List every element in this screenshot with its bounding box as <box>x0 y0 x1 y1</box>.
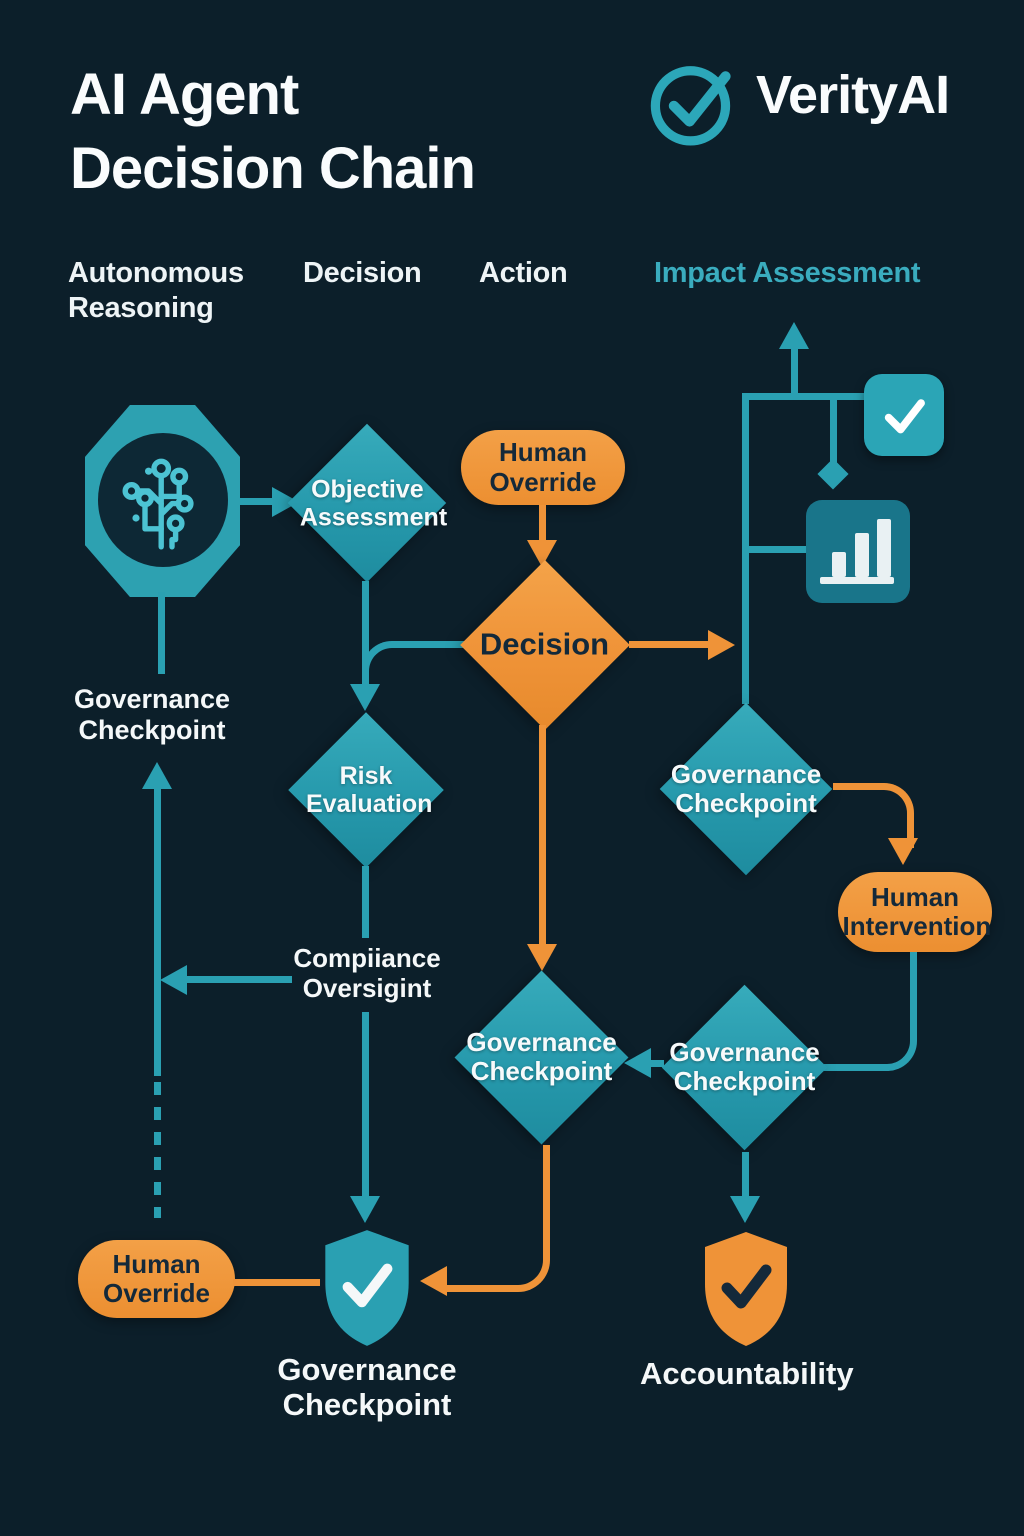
edge-octagon-down <box>158 592 165 674</box>
arrowhead-feedback-up <box>142 762 172 789</box>
bar-chart-bar-small <box>832 552 846 577</box>
node-governance-checkpoint-center-label: Governance Checkpoint <box>466 1027 617 1087</box>
node-objective-assessment: Objective Assessment <box>287 423 447 583</box>
node-governance-checkpoint-center: Governance Checkpoint <box>454 970 629 1145</box>
node-risk-evaluation-label: Risk Evaluation <box>306 762 433 818</box>
node-human-override-top-label: Human Override <box>489 437 597 497</box>
edge-impact-up-stem <box>791 348 798 400</box>
arrowhead-centergc-to-shield <box>420 1266 447 1296</box>
edge-aicore-to-objective <box>240 498 276 505</box>
shield-check-icon <box>325 1230 409 1346</box>
node-governance-checkpoint-right-label: Governance Checkpoint <box>670 758 822 819</box>
bar-chart-baseline <box>820 577 894 584</box>
node-decision: Decision <box>460 560 630 730</box>
edge-compliance-to-feedback <box>186 976 292 983</box>
page-title-line1: AI Agent <box>70 62 299 127</box>
label-governance-checkpoint-left: Governance Checkpoint <box>73 684 231 745</box>
edge-to-barchart-horizontal <box>742 546 810 553</box>
edge-lowergc-to-accountability <box>742 1152 749 1198</box>
node-risk-evaluation: Risk Evaluation <box>288 712 444 868</box>
edge-decision-to-center-gc <box>539 725 546 947</box>
node-governance-checkpoint-lower-right: Governance Checkpoint <box>661 984 828 1151</box>
arrowhead-into-risk <box>350 684 380 711</box>
edge-intervention-to-lowergc-elbow <box>824 952 917 1071</box>
check-square-icon <box>864 374 944 456</box>
node-human-override-bottom: Human Override <box>78 1240 235 1318</box>
label-accountability: Accountability <box>640 1356 854 1391</box>
label-compliance-oversight: Compiiance Oversigint <box>293 943 441 1003</box>
node-human-intervention-label: Human Intervention <box>842 881 992 941</box>
node-human-override-top: Human Override <box>461 430 625 505</box>
label-governance-checkpoint-shield: Governance Checkpoint <box>277 1352 457 1423</box>
edge-override-to-shield <box>233 1279 320 1286</box>
column-header-decision: Decision <box>303 257 422 289</box>
arrowhead-decision-to-impact <box>708 630 735 660</box>
column-header-impact-assessment: Impact Assessment <box>654 257 921 289</box>
edge-override-to-decision <box>539 505 546 542</box>
node-governance-checkpoint-right: Governance Checkpoint <box>659 702 833 876</box>
node-governance-checkpoint-lower-right-label: Governance Checkpoint <box>669 1037 820 1097</box>
edge-rightgc-to-intervention-elbow <box>833 783 914 848</box>
edge-feedback-solid <box>154 786 161 1076</box>
page-title: AI Agent Decision Chain <box>70 58 476 206</box>
shield-check-icon-accountability <box>705 1232 787 1346</box>
edge-risk-down-upper <box>362 866 369 938</box>
column-header-action: Action <box>479 257 568 289</box>
edge-impact-top-horizontal <box>742 393 866 400</box>
diamond-terminator <box>817 458 849 490</box>
node-human-override-bottom-label: Human Override <box>103 1248 210 1308</box>
arrowhead-compliance-left <box>160 965 187 995</box>
edge-to-barchart-stem <box>830 397 837 463</box>
bar-chart-icon <box>806 500 910 603</box>
node-objective-assessment-label: Objective Assessment <box>299 475 447 531</box>
arrowhead-into-shield <box>350 1196 380 1223</box>
arrowhead-lowergc-to-centergc <box>624 1048 651 1078</box>
edge-risk-down-lower <box>362 1012 369 1198</box>
check-circle-icon <box>650 66 731 146</box>
circuit-brain-icon <box>122 458 194 550</box>
arrowhead-into-center-gc <box>527 944 557 971</box>
edge-centergc-to-shield-elbow <box>441 1145 550 1292</box>
column-header-autonomous-reasoning: Autonomous Reasoning <box>68 257 244 324</box>
edge-lowergc-to-centergc <box>648 1060 664 1067</box>
node-human-intervention: Human Intervention <box>838 872 992 952</box>
ai-core-circle <box>98 433 228 567</box>
arrowhead-into-intervention <box>888 838 918 865</box>
edge-feedback-dashed <box>154 1082 161 1218</box>
edge-decision-to-risk-elbow <box>362 641 465 698</box>
arrowhead-into-accountability <box>730 1196 760 1223</box>
brand-name: VerityAI <box>756 65 950 125</box>
node-decision-label: Decision <box>480 626 610 662</box>
bar-chart-bar-medium <box>855 533 869 577</box>
page-title-line2: Decision Chain <box>70 136 476 202</box>
arrowhead-impact-up <box>779 322 809 349</box>
bar-chart-bar-tall <box>877 519 891 577</box>
edge-objective-to-risk <box>362 581 369 687</box>
edge-decision-to-impact <box>629 641 709 648</box>
